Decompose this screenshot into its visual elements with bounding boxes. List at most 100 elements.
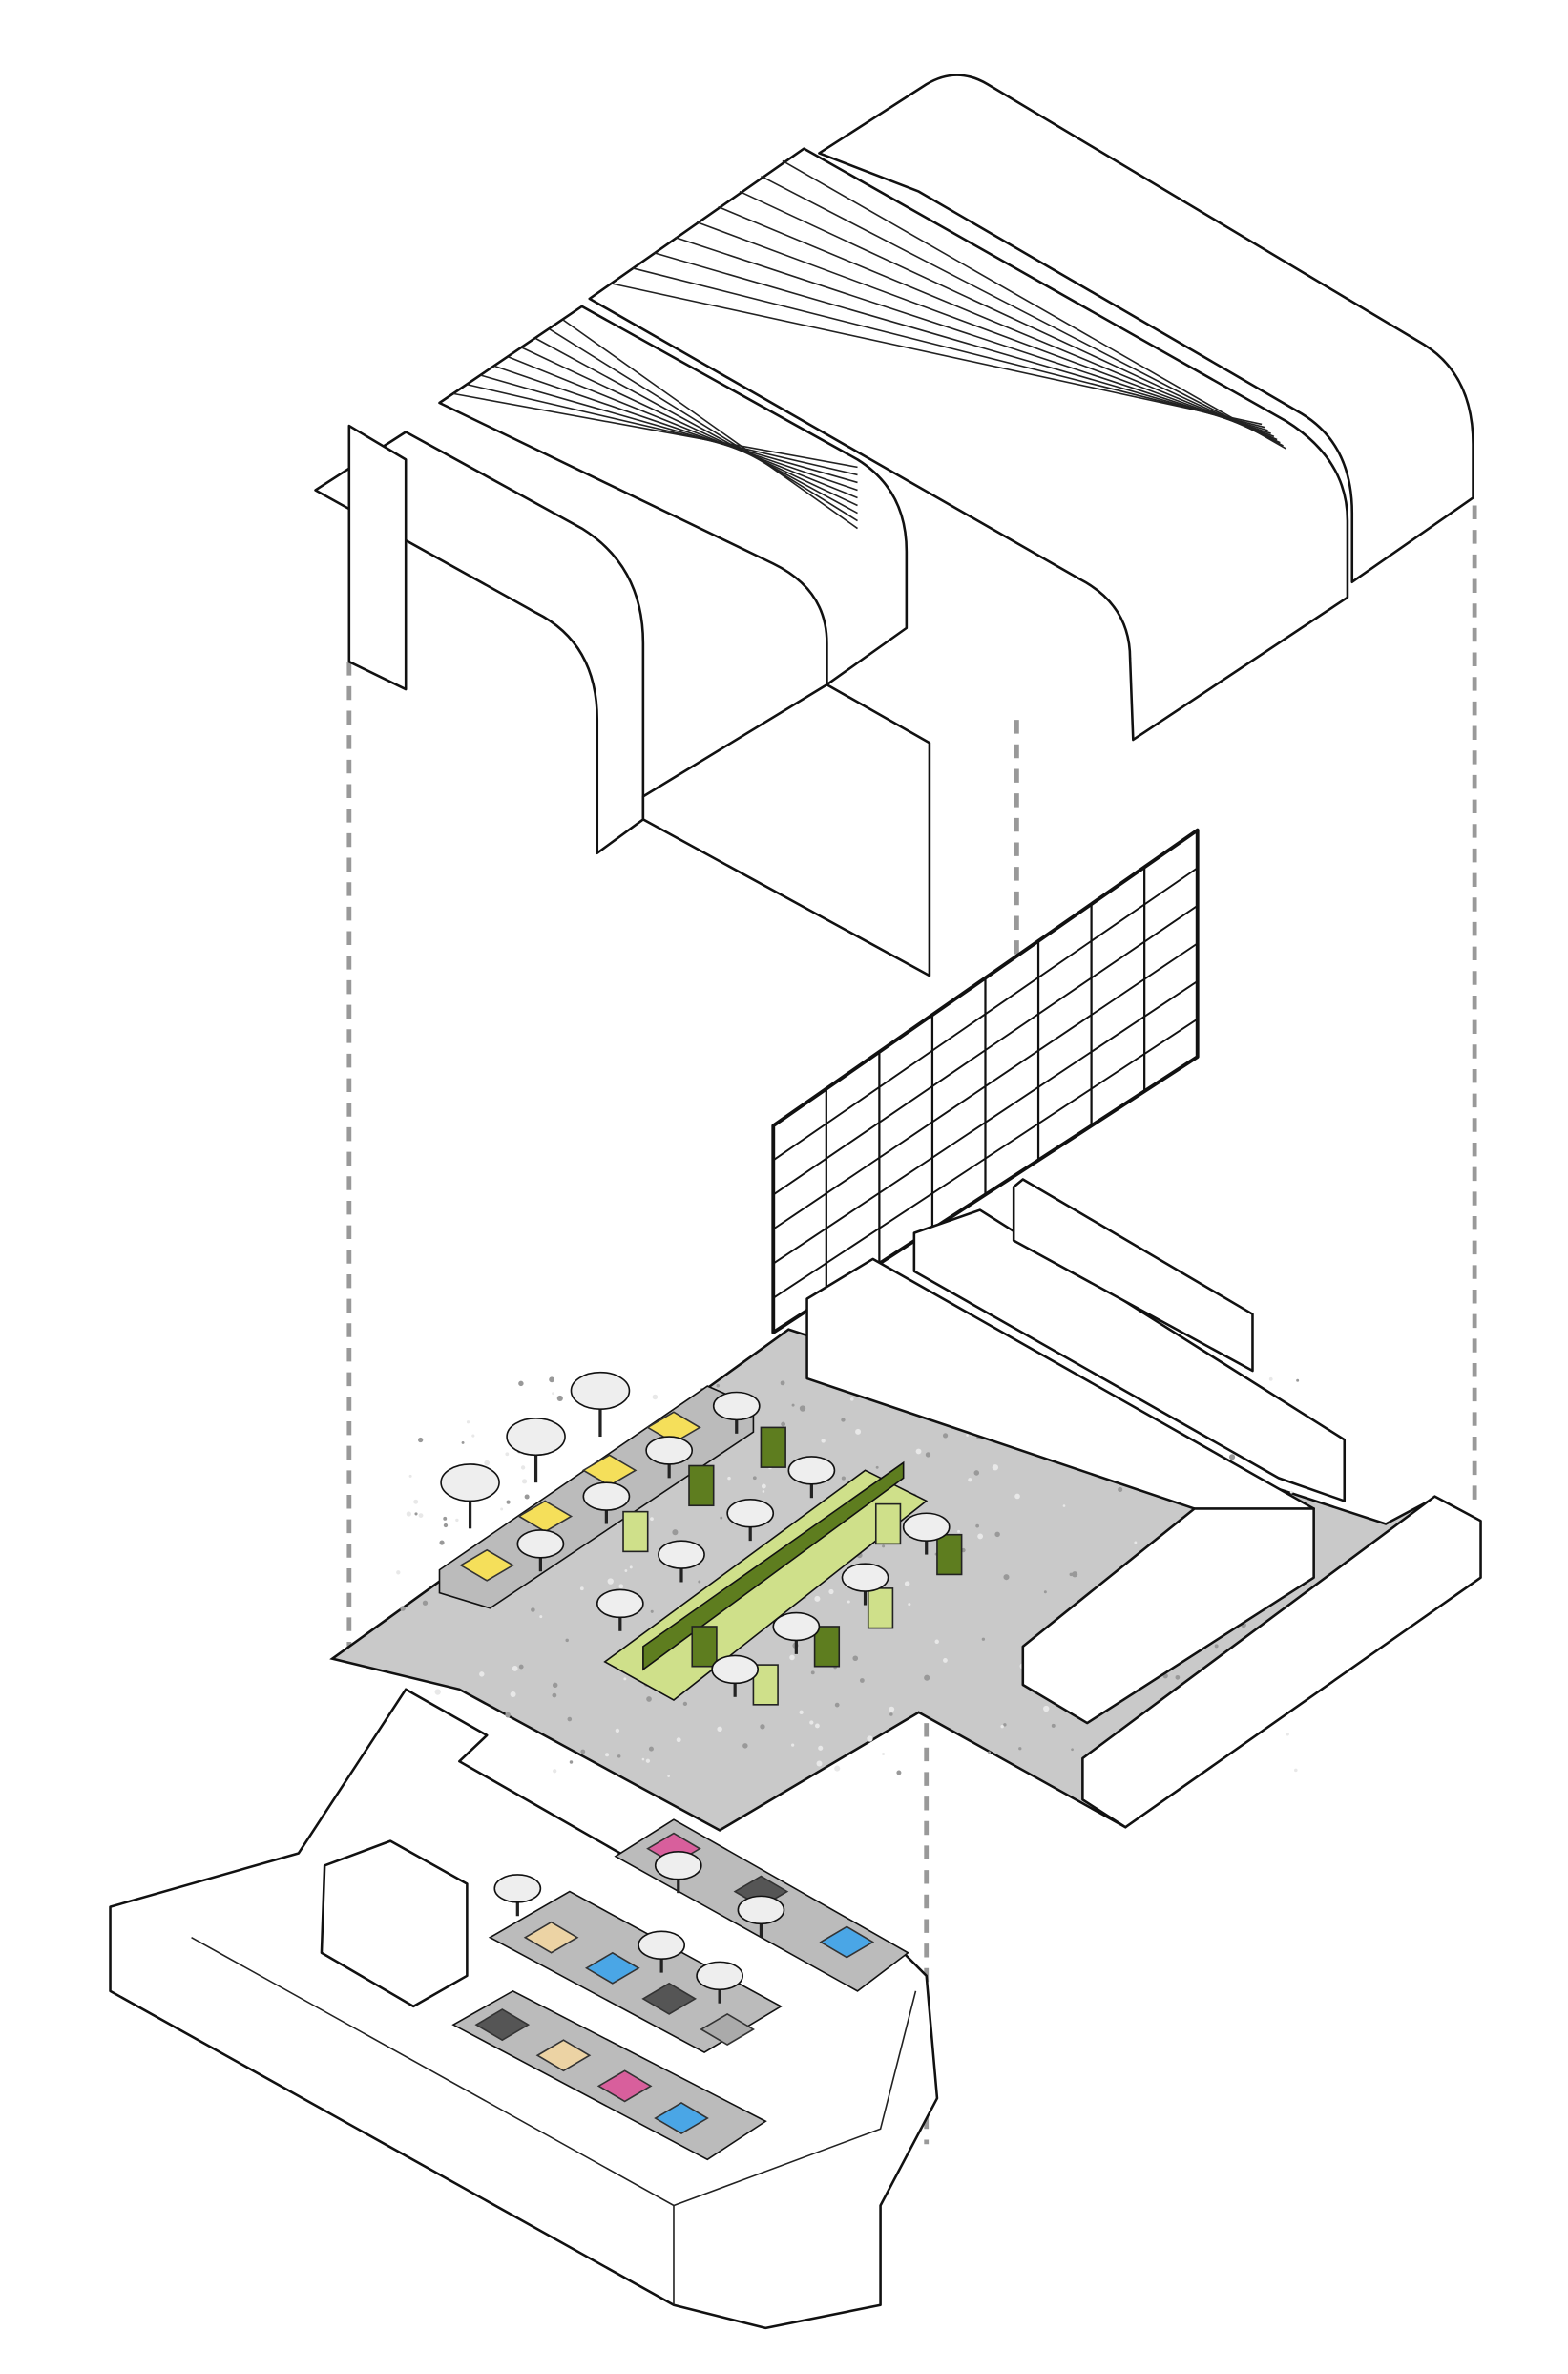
- slat-line: [508, 356, 858, 499]
- speckle: [924, 1674, 930, 1681]
- speckle: [505, 1452, 510, 1457]
- speckle: [1014, 1493, 1020, 1500]
- slat-line: [718, 205, 1278, 441]
- speckle: [834, 1765, 841, 1772]
- slat-line: [675, 236, 1271, 434]
- speckle: [882, 1753, 886, 1755]
- speckle: [565, 1638, 569, 1643]
- speckle: [867, 1735, 873, 1742]
- speckle: [810, 1670, 815, 1675]
- table-top: [737, 1895, 785, 1925]
- speckle: [727, 1476, 731, 1481]
- speckle: [1228, 1454, 1236, 1460]
- table-top: [712, 1391, 761, 1421]
- seat-pad-yellow: [459, 1548, 515, 1582]
- table-top: [841, 1563, 889, 1592]
- speckle: [717, 1726, 722, 1733]
- speckle: [742, 1743, 748, 1749]
- mullion-horizontal: [772, 867, 1199, 1162]
- seat-pad-blue: [819, 1925, 875, 1959]
- speckle: [943, 1658, 948, 1663]
- speckle: [521, 1479, 528, 1484]
- seat-pad-yellow: [581, 1454, 638, 1487]
- speckle: [698, 1580, 701, 1584]
- speckle: [466, 1420, 470, 1424]
- slat-line: [562, 319, 858, 530]
- bar-counter: [805, 1178, 1482, 1829]
- speckle: [904, 1581, 910, 1586]
- ceiling-left-post: [347, 424, 408, 691]
- speckle: [413, 1499, 419, 1504]
- speckle: [994, 1531, 1000, 1538]
- speckle: [847, 1600, 850, 1604]
- speckle: [439, 1540, 445, 1545]
- slat-line: [696, 221, 1275, 438]
- table-top: [726, 1499, 775, 1528]
- chair: [691, 1626, 718, 1668]
- speckle: [646, 1696, 652, 1702]
- table-top: [696, 1961, 743, 1991]
- slat-line: [549, 328, 858, 522]
- speckle: [915, 1448, 922, 1455]
- seat-pad-tan: [523, 1921, 579, 1954]
- ceiling-slats-middle: [438, 305, 909, 686]
- speckle: [615, 1728, 620, 1733]
- speckle: [981, 1637, 986, 1641]
- speckle: [520, 1465, 526, 1470]
- slat-line: [521, 347, 858, 507]
- central-booth: [603, 1469, 929, 1701]
- stage-inner-edge: [191, 1936, 917, 2207]
- speckle: [455, 1518, 459, 1523]
- speckle: [667, 1775, 670, 1777]
- slat-line: [535, 337, 858, 515]
- speckle: [650, 1517, 654, 1522]
- speckle: [814, 1595, 821, 1602]
- speckle: [549, 1376, 554, 1383]
- speckle: [443, 1516, 448, 1521]
- mullion-horizontal: [772, 980, 1199, 1265]
- table-top: [506, 1417, 566, 1457]
- table-top: [493, 1874, 542, 1903]
- speckle: [889, 1706, 895, 1712]
- chair: [867, 1587, 894, 1629]
- seat-pad-yellow: [517, 1500, 574, 1533]
- speckle: [752, 1476, 757, 1481]
- speckle: [968, 1478, 972, 1482]
- speckle: [443, 1523, 449, 1528]
- ceiling-shell-right: [818, 74, 1474, 584]
- speckle: [1003, 1723, 1007, 1727]
- slat-line: [467, 383, 858, 476]
- seat-pad-pink: [596, 2069, 653, 2103]
- mullion-horizontal: [772, 905, 1199, 1196]
- speckle: [799, 1710, 804, 1714]
- table-top: [440, 1463, 500, 1502]
- speckle: [859, 1678, 865, 1683]
- seat-pad-light-gray: [700, 2012, 755, 2046]
- table-top: [570, 1371, 631, 1410]
- chair: [688, 1464, 715, 1507]
- speckle: [780, 1380, 785, 1386]
- booth-divider: [642, 1460, 905, 1671]
- speckle: [966, 1434, 969, 1437]
- chair: [760, 1426, 786, 1468]
- speckle: [1071, 1571, 1078, 1578]
- ceiling-side-panel: [641, 683, 931, 977]
- speckle: [552, 1392, 554, 1396]
- mullion-horizontal: [772, 942, 1199, 1230]
- speckle: [434, 1689, 441, 1695]
- slat-line: [493, 365, 858, 492]
- speckle: [422, 1600, 429, 1606]
- speckle: [896, 1770, 902, 1775]
- slat-line: [739, 190, 1281, 444]
- speckle: [641, 1757, 645, 1761]
- speckle: [841, 1476, 846, 1481]
- speckle: [400, 1606, 406, 1611]
- speckle: [624, 1569, 628, 1572]
- speckle: [855, 1428, 862, 1435]
- ribbed-ceiling: [314, 74, 1474, 977]
- slat-line: [653, 251, 1268, 431]
- slat-line: [632, 267, 1265, 429]
- ceiling-slats-right: [588, 147, 1349, 742]
- table-top: [711, 1654, 760, 1685]
- speckle: [1294, 1768, 1298, 1773]
